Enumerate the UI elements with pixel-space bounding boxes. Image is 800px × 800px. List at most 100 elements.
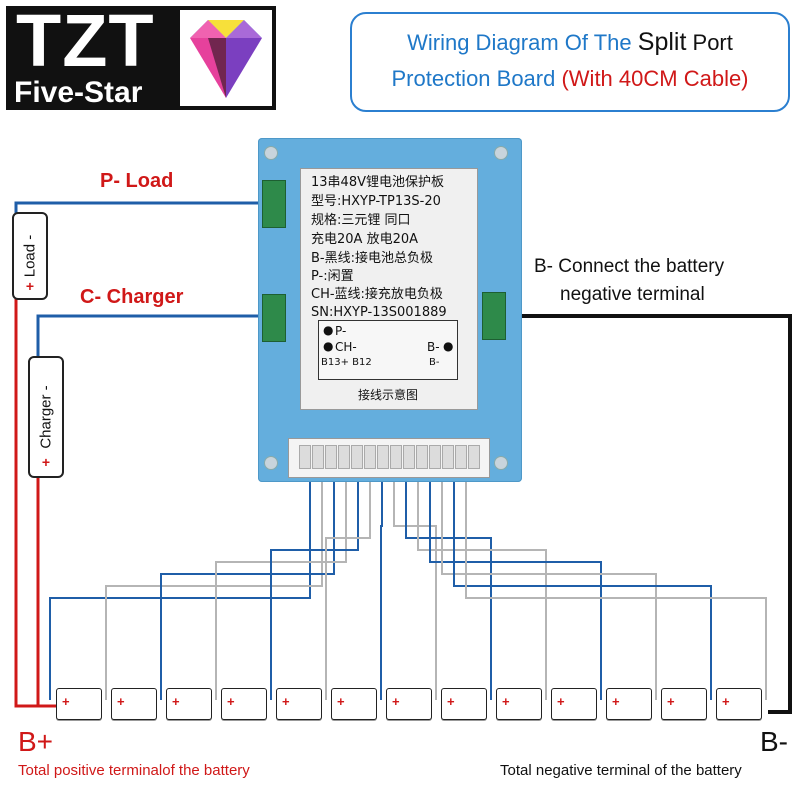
battery-cell: + <box>221 688 267 720</box>
balance-connector <box>288 438 490 478</box>
battery-cell: + <box>166 688 212 720</box>
b-minus-note-line-1: B- Connect the battery <box>534 256 725 277</box>
logo-sub-text: Five-Star <box>14 76 143 109</box>
board-schematic-caption: 接线示意图 <box>357 388 418 402</box>
title-line-2: Protection Board (With 40CM Cable) <box>352 66 788 92</box>
load-tag-plus: + <box>25 278 35 294</box>
connector-pin <box>403 445 415 469</box>
connector-pin <box>429 445 441 469</box>
balance-lead-wire <box>429 476 602 700</box>
cell-plus-sign: + <box>227 694 235 709</box>
schematic-b-minus-bottom: B- <box>429 357 440 368</box>
battery-cell: + <box>56 688 102 720</box>
title-line-1: Wiring Diagram Of The Split Port <box>352 28 788 57</box>
cell-plus-sign: + <box>62 694 70 709</box>
battery-cell: + <box>111 688 157 720</box>
schematic-p-minus: P- <box>335 324 347 338</box>
b-plus-label: B+ <box>18 726 54 757</box>
balance-lead-wire <box>215 476 347 700</box>
board-schematic: ● P- ● CH- B- ● B13+ B12 B- <box>318 320 458 380</box>
battery-cell: + <box>496 688 542 720</box>
board-label-line: 型号:HXYP-TP13S-20 <box>311 194 441 209</box>
negative-terminal-caption: Total negative terminal of the battery <box>500 762 742 779</box>
connector-pin <box>390 445 402 469</box>
battery-cell: + <box>441 688 487 720</box>
board-label-line: 充电20A 放电20A <box>311 232 419 247</box>
balance-lead-wire <box>453 476 712 700</box>
title-text-cable: (With 40CM Cable) <box>561 66 749 91</box>
title-text-a: Wiring Diagram Of The <box>407 30 638 55</box>
p-minus-pad <box>262 180 286 228</box>
mount-hole <box>494 146 508 160</box>
board-label-line: B-黑线:接电池总负极 <box>311 251 433 266</box>
mount-hole <box>264 146 278 160</box>
cell-plus-sign: + <box>557 694 565 709</box>
cell-plus-sign: + <box>502 694 510 709</box>
cell-plus-sign: + <box>447 694 455 709</box>
b-minus-black-wire <box>494 314 792 714</box>
connector-pin <box>312 445 324 469</box>
balance-lead-wire <box>160 476 335 700</box>
diamond-icon <box>190 20 262 98</box>
schematic-dot-icon: ● <box>323 339 334 353</box>
b-minus-label: B- <box>760 726 788 757</box>
title-text-split: Split <box>637 28 687 56</box>
board-label-line: 规格:三元锂 同口 <box>311 213 411 228</box>
mount-hole <box>264 456 278 470</box>
cell-plus-sign: + <box>667 694 675 709</box>
charger-tag: Charger - + <box>28 356 64 478</box>
cell-plus-sign: + <box>612 694 620 709</box>
board-label-line: SN:HXYP-13S001889 <box>311 305 447 320</box>
balance-lead-wire <box>405 476 492 700</box>
cell-plus-sign: + <box>337 694 345 709</box>
battery-cell: + <box>276 688 322 720</box>
schematic-b13: B13+ B12 <box>321 357 372 368</box>
title-text-port: Port <box>686 30 733 55</box>
charger-blue-wire <box>36 314 276 358</box>
diagram-title-box: Wiring Diagram Of The Split Port Protect… <box>350 12 790 112</box>
battery-cell: + <box>386 688 432 720</box>
b-minus-pad <box>482 292 506 340</box>
title-text-board: Protection Board <box>391 66 562 91</box>
battery-cell: + <box>716 688 762 720</box>
load-tag: Load - + <box>12 212 48 300</box>
board-label-line: CH-蓝线:接充放电负极 <box>311 287 443 302</box>
balance-lead-wire <box>380 476 383 700</box>
connector-pin <box>364 445 376 469</box>
load-wire-label: P- Load <box>100 170 174 192</box>
connector-pin <box>442 445 454 469</box>
balance-lead-wire <box>417 476 547 700</box>
b-minus-note-line-2: negative terminal <box>560 284 705 305</box>
battery-cell: + <box>661 688 707 720</box>
schematic-b-minus: B- <box>427 340 440 354</box>
balance-lead-wire <box>270 476 359 700</box>
battery-cell: + <box>606 688 652 720</box>
logo-main-text: TZT <box>16 0 155 82</box>
board-label-line: 13串48V锂电池保护板 <box>311 175 444 190</box>
charger-tag-text: Charger - <box>37 385 55 449</box>
board-label-line: P-:闲置 <box>311 269 354 284</box>
balance-lead-wire <box>325 476 371 700</box>
battery-cell: + <box>331 688 377 720</box>
connector-pin <box>338 445 350 469</box>
cell-plus-sign: + <box>392 694 400 709</box>
load-tag-text: Load - <box>21 234 39 278</box>
schematic-ch-minus: CH- <box>335 340 357 354</box>
connector-pin <box>299 445 311 469</box>
connector-pin <box>377 445 389 469</box>
cell-plus-sign: + <box>282 694 290 709</box>
balance-lead-wire <box>49 476 311 700</box>
cell-plus-sign: + <box>722 694 730 709</box>
positive-terminal-caption: Total positive terminalof the battery <box>18 762 250 779</box>
connector-pin <box>325 445 337 469</box>
connector-pin <box>455 445 467 469</box>
logo-gem-background <box>180 10 272 106</box>
battery-cell: + <box>551 688 597 720</box>
connector-pin <box>416 445 428 469</box>
brand-logo: TZT Five-Star <box>6 0 276 110</box>
cell-plus-sign: + <box>172 694 180 709</box>
balance-lead-wire <box>393 476 437 700</box>
ch-minus-pad <box>262 294 286 342</box>
